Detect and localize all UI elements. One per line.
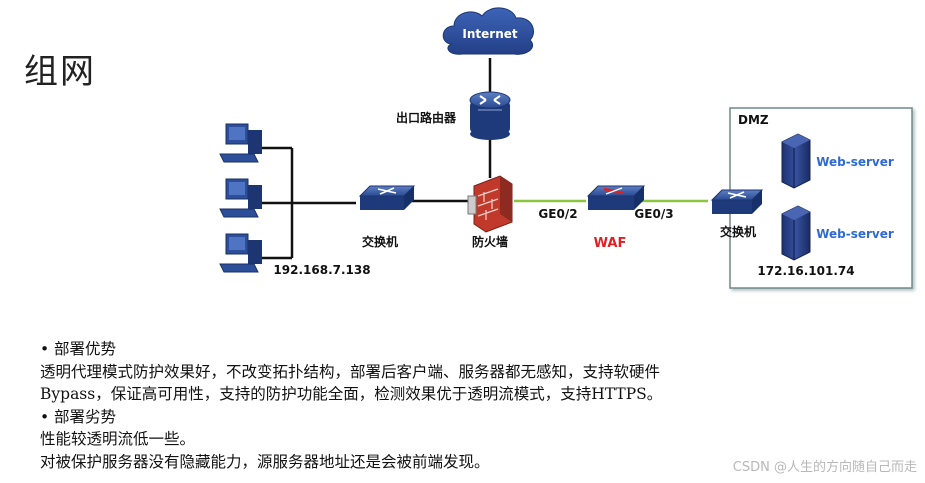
switch-dmz-label: 交换机 xyxy=(720,224,756,239)
internet-label: Internet xyxy=(462,27,517,41)
watermark: CSDN @人生的方向随自己而走 xyxy=(732,460,917,475)
pc-icon-3 xyxy=(219,233,262,273)
server-icon-1 xyxy=(781,133,811,189)
dmz-address-label: 172.16.101.74 xyxy=(757,264,854,278)
switch-icon-left xyxy=(358,185,416,210)
links xyxy=(262,58,708,260)
advantages-heading-row: •部署优势 xyxy=(40,338,900,361)
pc-icon-2 xyxy=(219,178,262,218)
router-icon xyxy=(469,91,511,140)
deployment-notes: •部署优势 透明代理模式防护效果好，不改变拓扑结构，部署后客户端、服务器都无感知… xyxy=(40,338,900,473)
bullet-dot: • xyxy=(40,407,50,426)
bullet-dot: • xyxy=(40,340,50,358)
web-server-1-label: Web-server xyxy=(816,155,894,169)
disadvantages-line-1: 性能较透明流低一些。 xyxy=(40,430,196,448)
disadvantages-heading-row: •部署劣势 xyxy=(40,406,900,429)
port-label-ge0-2: GE0/2 xyxy=(538,207,577,221)
page-title: 组网 xyxy=(24,52,96,92)
advantages-line-2: Bypass，保证高可用性，支持的防护功能全面，检测效果优于透明流模式，支持HT… xyxy=(40,385,663,403)
disadvantages-heading: 部署劣势 xyxy=(54,407,117,426)
server-icon-2 xyxy=(781,205,811,261)
waf-label: WAF xyxy=(594,236,627,251)
waf-icon xyxy=(586,185,646,210)
router-label: 出口路由器 xyxy=(396,110,457,125)
web-server-2-label: Web-server xyxy=(816,227,894,241)
switch-left-label: 交换机 xyxy=(362,234,398,249)
advantages-heading: 部署优势 xyxy=(54,340,117,358)
internet-cloud-icon: Internet xyxy=(442,7,534,55)
advantages-line-1: 透明代理模式防护效果好，不改变拓扑结构，部署后客户端、服务器都无感知，支持软硬件 xyxy=(40,362,661,381)
network-topology-diagram: Internet 出口路由器 交换机 192.168.7.138 xyxy=(219,7,913,289)
firewall-label: 防火墙 xyxy=(472,234,508,249)
firewall-icon xyxy=(467,175,513,233)
port-label-ge0-3: GE0/3 xyxy=(634,207,673,221)
disadvantages-line-2: 对被保护服务器没有隐藏能力，源服务器地址还是会被前端发现。 xyxy=(40,452,490,471)
switch-icon-dmz xyxy=(710,189,764,214)
dmz-label: DMZ xyxy=(738,113,769,127)
pc-icon-1 xyxy=(219,123,262,163)
lan-address-label: 192.168.7.138 xyxy=(273,263,370,277)
